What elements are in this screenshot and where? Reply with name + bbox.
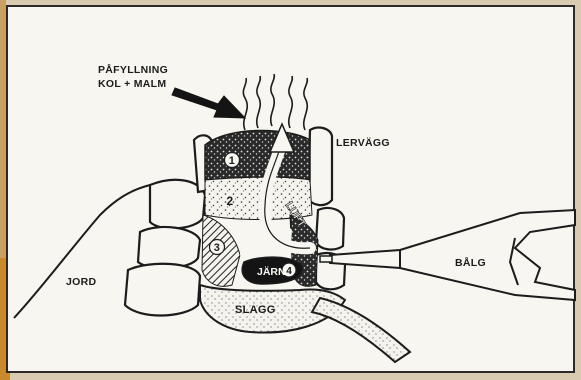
zone-1-number: 1 [229,155,235,167]
slag-outflow [312,298,410,362]
bellows [330,210,575,300]
zone-1-charge [205,130,310,180]
fill-arrow-icon [172,88,245,118]
left-wall-stones [125,135,212,315]
zone-2-number: 2 [227,194,234,208]
label-clay-wall: LERVÄGG [336,136,390,149]
label-fill-line2: KOL + MALM [98,78,166,90]
zone-3-number: 3 [214,242,220,254]
zone-badge-3: 3 [210,240,225,255]
label-fill-line1: PÅFYLLNING [98,63,168,76]
zone-badge-1: 1 [225,153,240,168]
label-bellows: BÅLG [455,256,486,269]
bellows-nozzle [320,256,332,262]
label-soil: JORD [66,276,96,288]
label-slag: SLAGG [235,304,276,316]
zone-4-number: 4 [286,266,292,277]
smoke-wisps [243,74,307,130]
label-iron: JÄRN [257,265,286,278]
zone-badge-2: 2 [227,194,234,208]
